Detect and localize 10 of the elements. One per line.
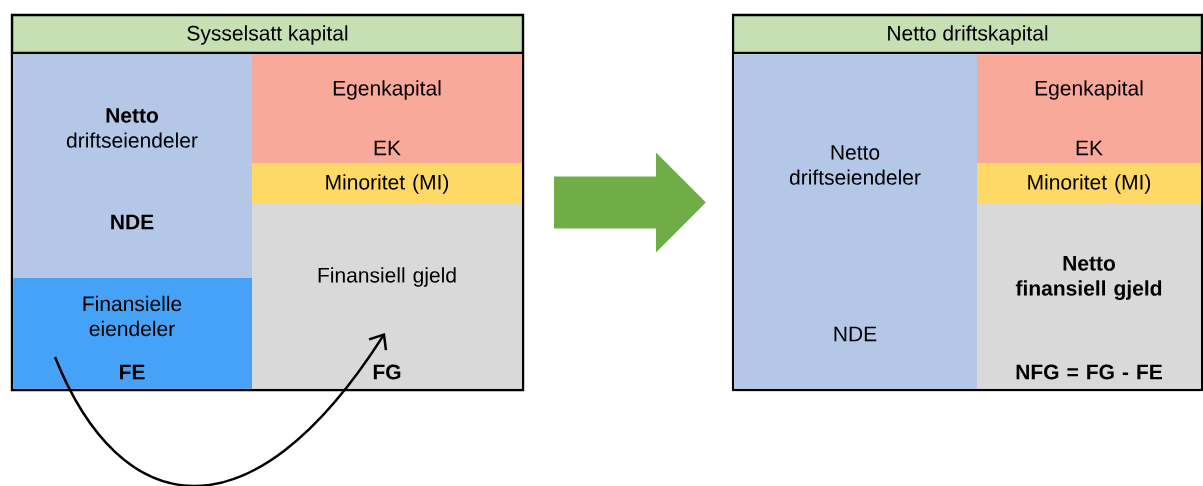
- curved-arrow: [53, 333, 388, 486]
- balance-cell: Finansiell gjeld FG: [252, 203, 522, 389]
- balance-cell: Minoritet (MI): [977, 163, 1201, 203]
- balance-cell: Egenkapital EK: [252, 54, 522, 163]
- balance-cell: Finansielle eiendeler FE: [13, 278, 252, 389]
- balance-cell: Egenkapital EK: [977, 54, 1201, 163]
- balance-cell: Netto driftseiendeler NDE: [13, 54, 252, 278]
- balance-cell: Netto finansiell gjeld NFG = FG - FE: [977, 203, 1201, 389]
- balance-cell: Netto driftseiendeler NDE: [734, 54, 977, 389]
- balance-cell: Minoritet (MI): [252, 163, 522, 203]
